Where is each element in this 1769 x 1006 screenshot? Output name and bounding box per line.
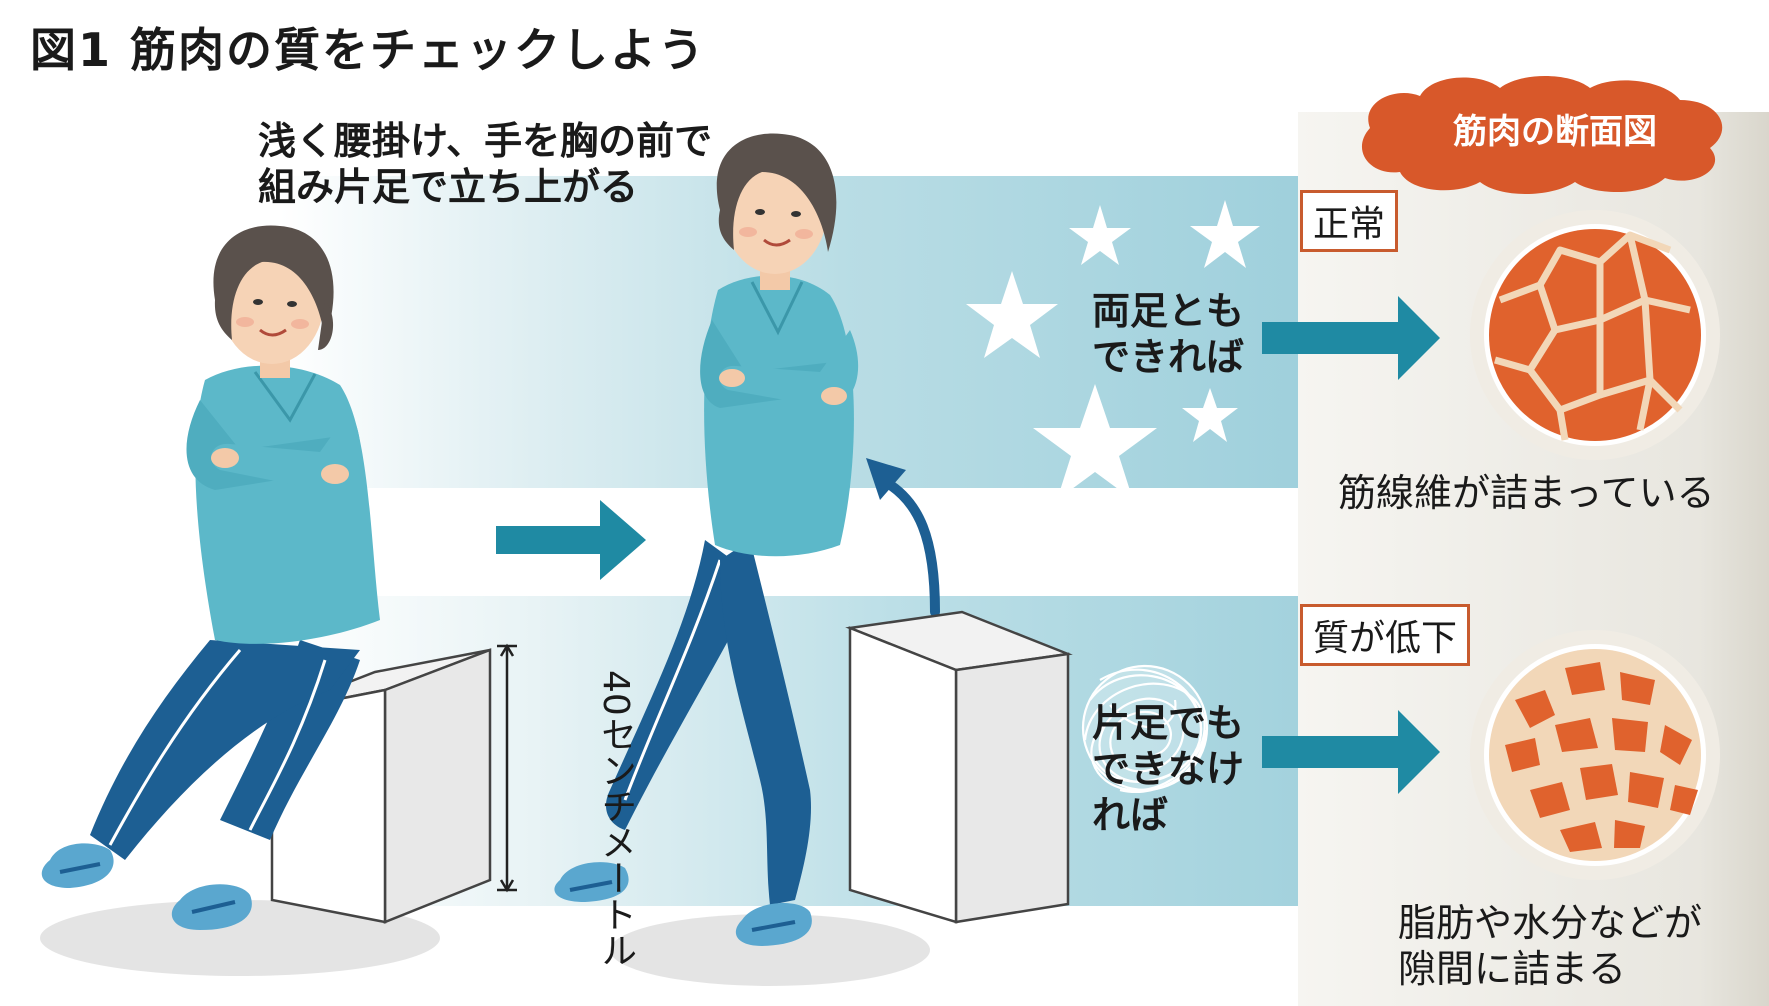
standing-woman (554, 133, 859, 946)
curved-arrow-icon (866, 458, 940, 617)
sitting-woman (41, 225, 380, 930)
cross-section-header: 筋肉の断面図 (1453, 112, 1657, 152)
star-icon (1190, 200, 1260, 268)
box-height-label: 40センチメートル (595, 670, 636, 968)
declined-condition-line-1: 片足でも (1092, 701, 1245, 745)
sneaker-icon (554, 862, 629, 902)
normal-muscle-section (1470, 210, 1720, 460)
declined-muscle-section (1470, 630, 1720, 880)
declined-condition: 片足でも できなけ れば (1092, 700, 1244, 838)
cloud-badge (1361, 76, 1723, 194)
normal-condition-line-1: 両足とも (1092, 289, 1245, 333)
right-box (845, 610, 1073, 924)
floor-shadow (610, 914, 930, 986)
star-icon (1033, 384, 1157, 500)
tangled-scribble-icon (1081, 664, 1209, 793)
sneaker-icon (171, 884, 252, 930)
height-measure (497, 643, 517, 893)
sneaker-icon (735, 902, 812, 946)
star-icon (966, 271, 1058, 358)
sneaker-icon (41, 843, 114, 888)
right-arrow-icon (1262, 710, 1440, 794)
stars-group (966, 200, 1260, 500)
normal-condition: 両足とも できれば (1092, 288, 1244, 380)
star-icon (1182, 388, 1238, 442)
declined-tag: 質が低下 (1300, 604, 1471, 666)
declined-caption-line-2: 隙間に詰まる (1398, 947, 1627, 991)
normal-caption: 筋線維が詰まっている (1338, 471, 1715, 515)
instruction-line-2: 組み片足で立ち上がる (258, 165, 639, 209)
star-icon (1069, 205, 1131, 265)
normal-condition-line-2: できれば (1092, 335, 1245, 379)
figure-title: 図1 筋肉の質をチェックしよう (30, 23, 707, 77)
declined-caption: 脂肪や水分などが 隙間に詰まる (1398, 900, 1702, 992)
instruction-text: 浅く腰掛け、手を胸の前で 組み片足で立ち上がる (258, 118, 712, 210)
instruction-line-1: 浅く腰掛け、手を胸の前で (258, 119, 713, 163)
right-arrow-icon (496, 500, 646, 580)
right-arrow-icon (1262, 296, 1440, 380)
floor-shadow (40, 900, 440, 976)
declined-condition-line-3: れば (1092, 793, 1169, 837)
declined-condition-line-2: できなけ (1092, 747, 1245, 791)
declined-caption-line-1: 脂肪や水分などが (1398, 901, 1703, 945)
normal-tag: 正常 (1300, 190, 1399, 252)
